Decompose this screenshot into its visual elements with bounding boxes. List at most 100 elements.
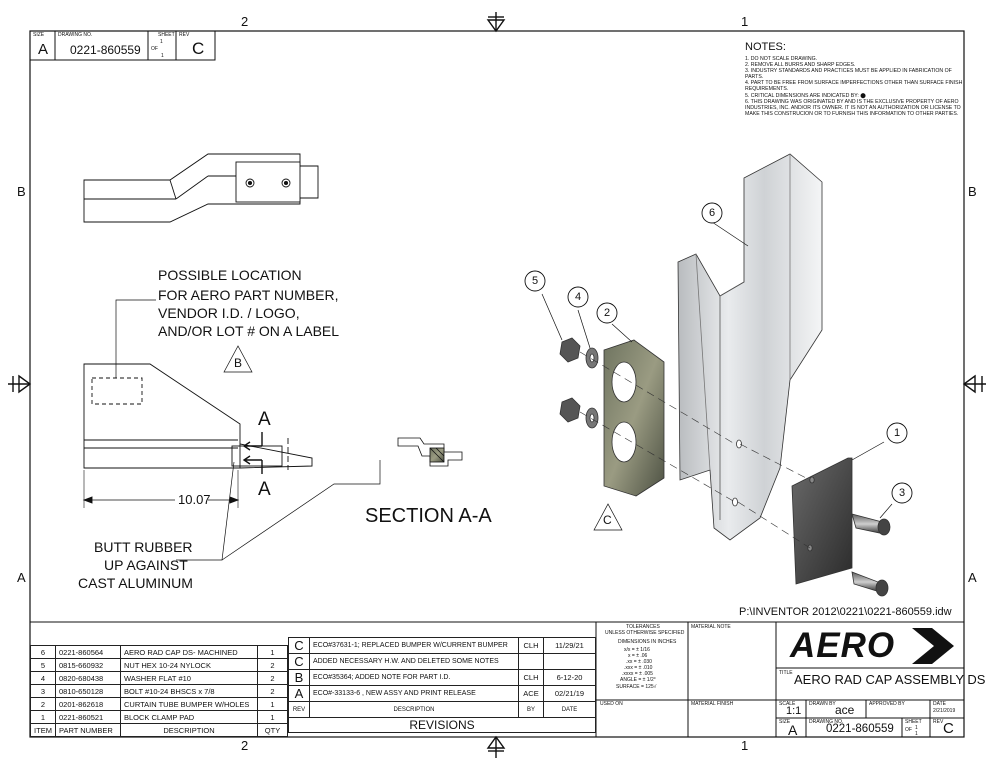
rev-desc: ECO#35364; ADDED NOTE FOR PART I.D.: [309, 669, 519, 686]
bom-item: 4: [30, 671, 56, 685]
dimension-length: 10.07: [178, 492, 211, 507]
rev-date: 02/21/19: [543, 685, 596, 702]
zone-right-a: A: [968, 570, 977, 585]
zone-top-2: 2: [241, 14, 249, 29]
top-view: [83, 153, 319, 223]
rev-row: B ECO#35364; ADDED NOTE FOR PART I.D. CL…: [288, 669, 596, 686]
rev-letter: C: [288, 653, 310, 670]
view-b-label: B: [234, 356, 243, 370]
scale-value: 1:1: [786, 705, 802, 717]
tl-sheet-of: OF: [151, 46, 158, 52]
section-title: SECTION A-A: [365, 505, 492, 527]
rev-letter: C: [288, 637, 310, 654]
bom-part: 0810-650128: [55, 684, 121, 698]
tl-sheet-no: 1: [160, 39, 163, 45]
rev-label: REV: [933, 719, 944, 725]
bom-part: 0815-660932: [55, 658, 121, 672]
center-marks: [8, 12, 986, 758]
bom-desc: BOLT #10-24 BHSCS x 7/8: [120, 684, 258, 698]
bom-qty: 1: [257, 710, 288, 724]
note-item: 4. PART TO BE FREE FROM SURFACE IMPERFEC…: [745, 80, 963, 93]
bom-header: DESCRIPTION: [120, 723, 258, 737]
bom-part: 0201-862618: [55, 697, 121, 711]
bom-item: 5: [30, 658, 56, 672]
zone-top-1: 1: [741, 14, 749, 29]
tolerance-line: x = ± .06: [628, 653, 648, 659]
bom-desc: CURTAIN TUBE BUMPER W/HOLES: [120, 697, 258, 711]
rev-date: 11/29/21: [543, 637, 596, 654]
sheet-no: 1: [915, 725, 918, 731]
view-c-label: C: [603, 513, 612, 527]
rev-letter: A: [288, 685, 310, 702]
bom-part: 0221-860521: [55, 710, 121, 724]
tl-drawing-no: 0221-860559: [70, 43, 141, 57]
bom-item: 1: [30, 710, 56, 724]
notes-title: NOTES:: [745, 41, 786, 53]
tl-sheet-total: 1: [161, 53, 164, 59]
bom-row: 6 0221-860564 AERO RAD CAP DS- MACHINED …: [30, 645, 288, 659]
approved-by-label: APPROVED BY: [869, 701, 905, 707]
bom-desc: WASHER FLAT #10: [120, 671, 258, 685]
rev-date: [543, 653, 596, 670]
tl-rev-label: REV: [179, 32, 190, 38]
tl-rev: C: [192, 39, 205, 58]
tolerance-line: .xxx = ± .010: [624, 665, 653, 671]
zone-bottom-1: 1: [741, 738, 749, 753]
size-value: A: [788, 722, 798, 738]
rev-row: C ADDED NECESSARY H.W. AND DELETED SOME …: [288, 653, 596, 670]
drawing-no-label: DRAWING NO.: [809, 719, 844, 725]
date-label: DATE: [933, 701, 946, 707]
bom-row: 1 0221-860521 BLOCK CLAMP PAD 1: [30, 710, 288, 724]
bom-header: PART NUMBER: [55, 723, 121, 737]
tolerance-line: .xxxx = ± .005: [622, 671, 653, 677]
tl-size-label: SIZE: [33, 32, 45, 38]
bom-row: 2 0201-862618 CURTAIN TUBE BUMPER W/HOLE…: [30, 697, 288, 711]
butt-note-line: UP AGAINST: [104, 557, 188, 573]
bom-desc: BLOCK CLAMP PAD: [120, 710, 258, 724]
bom-desc: AERO RAD CAP DS- MACHINED: [120, 645, 258, 659]
tolerances-units: DIMENSIONS IN INCHES: [618, 639, 677, 645]
balloon-3: 3: [898, 487, 906, 499]
rev-by: ACE: [518, 685, 544, 702]
rev-header: DATE: [543, 701, 596, 718]
bom-item: 6: [30, 645, 56, 659]
balloon-5: 5: [531, 275, 539, 287]
bom-desc: NUT HEX 10-24 NYLOCK: [120, 658, 258, 672]
bom-part: 0820-680438: [55, 671, 121, 685]
side-view: [82, 299, 623, 561]
label-note-line: AND/OR LOT # ON A LABEL: [158, 323, 340, 339]
rev-by: [518, 653, 544, 670]
label-note-line: POSSIBLE LOCATION: [158, 267, 302, 283]
bom-item: 3: [30, 684, 56, 698]
zone-right-b: B: [968, 184, 977, 199]
rev-letter: B: [288, 669, 310, 686]
rev-header: DESCRIPTION: [309, 701, 519, 718]
tl-drawing-no-label: DRAWING NO.: [58, 32, 93, 38]
aero-logo: AERO: [790, 626, 896, 665]
rev-header-row: REV DESCRIPTION BY DATE: [288, 701, 596, 718]
note-item: 1. DO NOT SCALE DRAWING.: [745, 56, 818, 62]
sheet-of: OF: [905, 727, 912, 733]
material-finish-label: MATERIAL FINISH: [691, 701, 734, 707]
rev-desc: ADDED NECESSARY H.W. AND DELETED SOME NO…: [309, 653, 519, 670]
aero-logo-chevron: [912, 628, 954, 664]
isometric-assembly: [524, 153, 913, 597]
file-path: P:\INVENTOR 2012\0221\0221-860559.idw: [739, 606, 952, 618]
revisions-table: C ECO#37631-1; REPLACED BUMPER W/CURRENT…: [288, 637, 596, 733]
balloon-1: 1: [893, 427, 901, 439]
balloon-4: 4: [574, 291, 582, 303]
bom-table: 6 0221-860564 AERO RAD CAP DS- MACHINED …: [30, 645, 288, 737]
section-arrow-label-bottom: A: [258, 479, 271, 500]
note-item: 6. THIS DRAWING WAS ORIGINATED BY AND IS…: [745, 98, 961, 117]
bom-qty: 1: [257, 645, 288, 659]
date-value: 2/21/2019: [933, 708, 956, 714]
tolerance-line: ANGLE = ± 1/2°: [620, 677, 656, 683]
bom-qty: 2: [257, 658, 288, 672]
bom-part: 0221-860564: [55, 645, 121, 659]
tl-size: A: [38, 41, 49, 58]
note-item: 3. INDUSTRY STANDARDS AND PRACTICES MUST…: [745, 68, 952, 81]
title-label: TITLE: [779, 670, 793, 676]
notes-list: 1. DO NOT SCALE DRAWING. 2. REMOVE ALL B…: [745, 56, 963, 117]
butt-note-line: BUTT RUBBER: [94, 539, 193, 555]
